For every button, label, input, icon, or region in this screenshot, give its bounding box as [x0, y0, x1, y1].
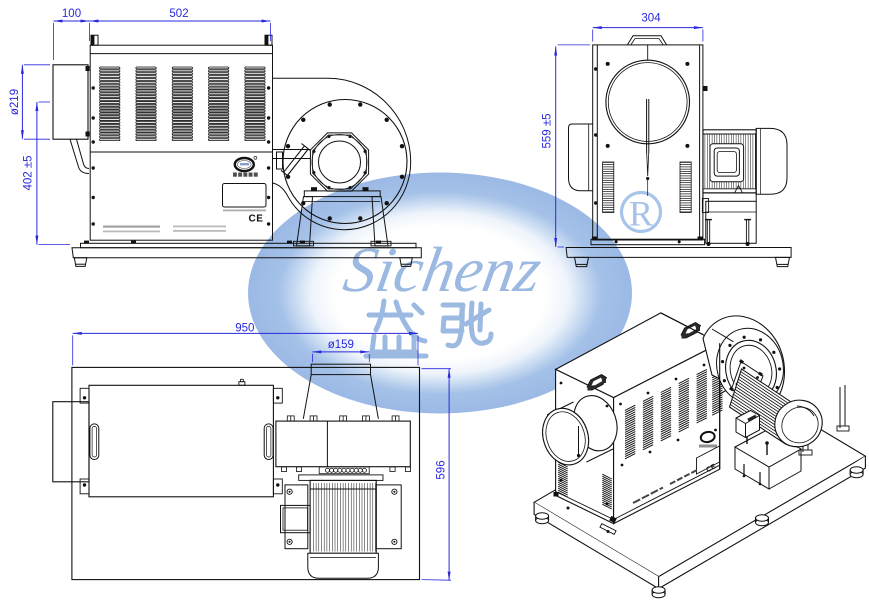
- svg-text:502: 502: [169, 8, 188, 20]
- svg-text:ø159: ø159: [328, 339, 354, 351]
- svg-text:950: 950: [235, 323, 254, 335]
- svg-text:100: 100: [62, 8, 81, 20]
- svg-text:ø219: ø219: [9, 89, 21, 115]
- svg-text:CE: CE: [705, 463, 717, 474]
- svg-text:R: R: [629, 194, 653, 234]
- svg-text:559 ±5: 559 ±5: [542, 113, 554, 148]
- svg-text:Sichenz: Sichenz: [339, 234, 547, 304]
- svg-text:402 ±5: 402 ±5: [23, 155, 35, 190]
- svg-text:CE: CE: [249, 214, 264, 225]
- svg-text:304: 304: [641, 13, 661, 25]
- svg-text:596: 596: [436, 460, 448, 479]
